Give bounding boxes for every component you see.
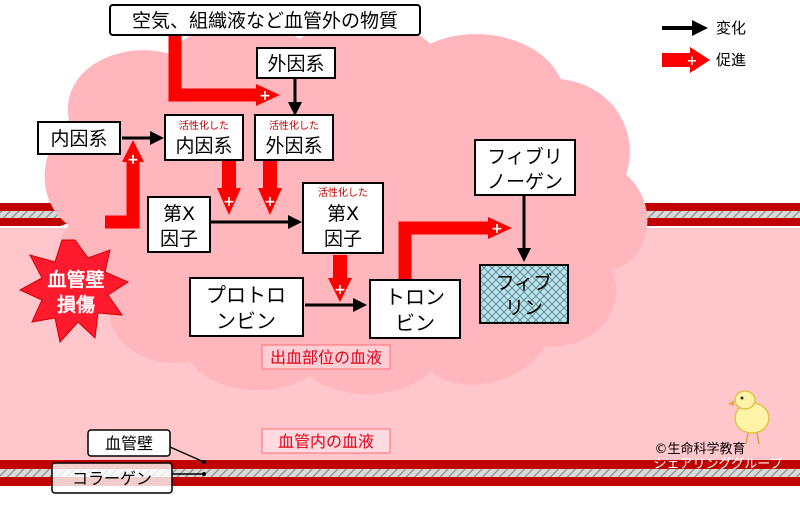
svg-text:+: + [264,194,276,210]
box-thrombin: トロン ビン [369,279,461,339]
change-arrow-prothrombin-to-thrombin [305,298,367,312]
fibrinogen-line1: フィブリ [487,145,563,168]
legend: 変化 + 促進 [662,19,746,73]
active-intrinsic-label: 内因系 [175,135,232,157]
extrinsic-label: 外因系 [267,53,324,75]
credit: ©生命科学教育 シェアリンググループ [654,441,783,472]
box-fibrin: フィブ リン [479,264,569,324]
svg-text:血管壁: 血管壁 [105,434,153,453]
svg-text:出血部位の血液: 出血部位の血液 [270,348,382,367]
legend-change-label: 変化 [716,19,746,37]
box-factor-x: 第X 因子 [147,196,211,253]
credit-line2: シェアリンググループ [654,457,783,472]
svg-text:+: + [127,152,139,168]
svg-text:+: + [223,194,235,210]
damage-line1: 血管壁 [47,268,104,291]
box-intrinsic: 内因系 [37,121,121,155]
box-active-factor-x: 活性化した 第X 因子 [302,182,384,254]
box-top-source: 空気、組織液など血管外の物質 [109,4,421,36]
legend-change-item: 変化 [662,19,746,37]
change-arrow-extrinsic-to-active [288,78,302,116]
box-active-intrinsic: 活性化した 内因系 [164,114,244,161]
vessel-damage-burst: 血管壁 損傷 [18,239,130,344]
active-x-line2: 因子 [324,228,362,250]
svg-text:+: + [334,282,346,298]
svg-text:コラーゲン: コラーゲン [72,469,152,488]
fibrin-line1: フィブ [496,271,553,294]
active-x-line1: 第X [327,203,359,225]
box-extrinsic: 外因系 [256,47,336,79]
credit-line1: ©生命科学教育 [654,441,745,457]
box-fibrinogen: フィブリ ノーゲン [474,139,576,196]
bleeding-blood-label: 出血部位の血液 [261,344,391,370]
fibrinogen-line2: ノーゲン [487,171,563,193]
active-x-caption: 活性化した [318,186,368,199]
promote-arrow-active-intrinsic-to-x: + [217,160,241,215]
active-extrinsic-label: 外因系 [265,135,322,157]
change-arrow-x-to-active-x [210,215,302,229]
factor-x-line2: 因子 [160,228,198,250]
promote-arrow-damage-to-intrinsic: + [105,140,144,229]
change-arrow-fibrinogen-to-fibrin [517,195,531,262]
factor-x-line1: 第X [163,203,195,225]
promote-arrow-thrombin-to-fibrinogen-arrow: + [398,217,512,282]
active-extrinsic-caption: 活性化した [269,119,319,132]
box-active-extrinsic: 活性化した 外因系 [254,114,334,161]
legend-promote-label: 促進 [716,51,746,69]
thrombin-line1: トロン [385,285,445,309]
svg-text:+: + [491,221,503,237]
active-intrinsic-caption: 活性化した [179,119,229,132]
intrinsic-label: 内因系 [50,128,107,150]
box-prothrombin: プロトロ ンビン [189,277,304,337]
change-arrow-intrinsic-to-active [122,131,164,145]
thrombin-line2: ビン [395,311,435,335]
prothrombin-line2: ンビン [216,309,276,333]
prothrombin-line1: プロトロ [206,283,286,307]
svg-text:+: + [687,54,698,69]
top-source-label: 空気、組織液など血管外の物質 [132,10,398,32]
legend-promote-item: + 促進 [662,47,746,73]
chick-mascot-icon [728,390,770,445]
vessel-wall-callout: 血管壁 [87,429,206,464]
collagen-callout: コラーゲン [51,462,206,494]
fibrin-line2: リン [505,297,543,319]
promote-arrow-active-x-to-prothrombin-arrow: + [328,255,352,302]
intravascular-blood-label: 血管内の血液 [261,428,391,454]
svg-text:+: + [259,88,271,104]
svg-text:血管内の血液: 血管内の血液 [278,432,374,451]
promote-arrow-active-extrinsic-to-x: + [258,160,282,215]
damage-line2: 損傷 [57,293,95,316]
lower-vessel-wall [0,460,800,486]
promote-arrow-air-to-extrinsic: + [168,30,280,106]
